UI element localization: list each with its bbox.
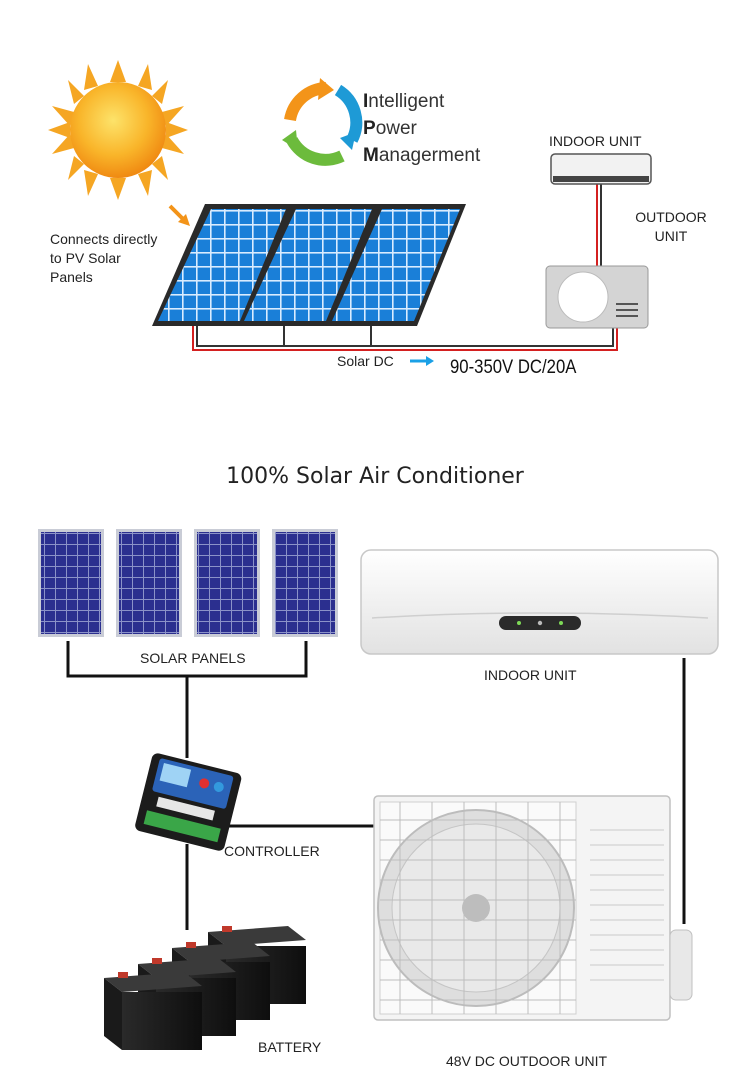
indoor-unit-label: INDOOR UNIT bbox=[484, 667, 577, 683]
bottom-diagram-graphics bbox=[38, 529, 719, 1050]
controller-label: CONTROLLER bbox=[224, 843, 320, 859]
solar-panels-graphic bbox=[38, 529, 338, 637]
outdoor-unit-label: 48V DC OUTDOOR UNIT bbox=[446, 1053, 608, 1069]
top-indoor-unit-label: INDOOR UNIT bbox=[549, 133, 642, 149]
logo-line-1: Intelligent bbox=[363, 91, 445, 112]
outdoor-unit-top-graphic bbox=[545, 265, 649, 329]
solar-dc-label: Solar DC bbox=[337, 353, 394, 369]
connects-note: Connects directly to PV Solar Panels bbox=[50, 231, 158, 285]
battery-bank-graphic bbox=[104, 926, 306, 1050]
top-outdoor-unit-label: OUTDOOR UNIT bbox=[635, 209, 707, 244]
solar-dc-arrow-icon bbox=[410, 356, 434, 366]
solar-panel-2 bbox=[238, 204, 378, 326]
indoor-ac-unit-graphic bbox=[360, 549, 719, 655]
battery-label: BATTERY bbox=[258, 1039, 322, 1055]
logo-line-3: Managerment bbox=[363, 145, 481, 166]
battery-0 bbox=[104, 972, 202, 1050]
outdoor-ac-unit-graphic bbox=[373, 795, 693, 1021]
logo-wordmark: Intelligent Power Managerment bbox=[363, 88, 480, 169]
solar-panel-3 bbox=[326, 204, 466, 326]
sun-icon bbox=[48, 60, 188, 200]
indoor-unit-top-graphic bbox=[550, 153, 652, 185]
solar-panels-label: SOLAR PANELS bbox=[140, 650, 246, 666]
top-diagram-graphics bbox=[48, 60, 652, 366]
diagram-title: 100% Solar Air Conditioner bbox=[226, 464, 524, 489]
logo-line-2: Power bbox=[363, 118, 417, 139]
arrow-icon bbox=[168, 204, 190, 226]
system-wiring bbox=[66, 641, 686, 930]
dc-wiring bbox=[192, 184, 618, 351]
logo-swirl-icon bbox=[282, 78, 363, 166]
solar-panel-1 bbox=[152, 204, 292, 326]
pv-solar-panels bbox=[152, 204, 466, 326]
charge-controller-graphic bbox=[135, 753, 242, 851]
voltage-spec: 90-350V DC/20A bbox=[450, 357, 577, 378]
